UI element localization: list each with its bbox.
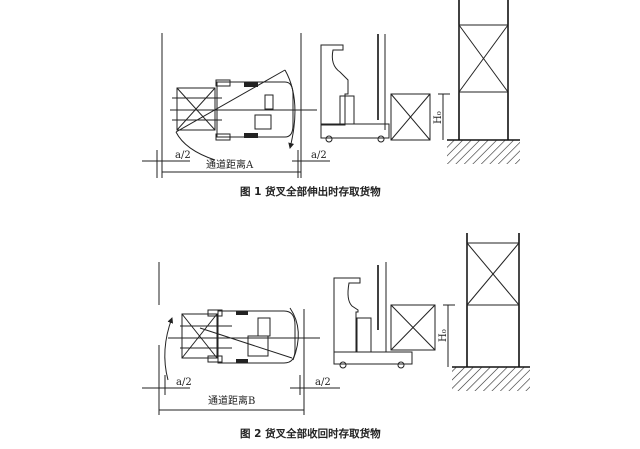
half-a-right-label: a/2	[315, 377, 331, 388]
height-label: H₀	[433, 111, 444, 124]
storage-rack: H₀	[438, 233, 530, 391]
figure-1: H₀ a/2 a/2 通道距离A 图 1 货叉全部伸出时存取货物	[142, 0, 520, 198]
aisle-distance-label: 通道距离A	[206, 158, 254, 171]
half-a-right-label: a/2	[311, 150, 327, 161]
height-label: H₀	[438, 329, 449, 342]
storage-rack: H₀	[433, 0, 520, 164]
half-a-left-label: a/2	[176, 377, 192, 388]
truck-side-view	[333, 262, 436, 369]
truck-side-view	[320, 34, 431, 143]
ground-hatch	[447, 140, 520, 164]
ground-hatch	[452, 367, 530, 391]
dimensions: a/2 a/2 通道距离B	[142, 375, 340, 411]
figure-2: H₀ a/2 a/2 通道距离B 图 2 货叉全部收回时存取货物	[142, 233, 530, 440]
figure-caption: 图 2 货叉全部收回时存取货物	[240, 427, 381, 440]
dimensions: a/2 a/2 通道距离A	[142, 150, 330, 178]
truck-top-view	[170, 69, 317, 161]
truck-top-view	[164, 307, 320, 381]
aisle-distance-label: 通道距离B	[208, 394, 255, 407]
half-a-left-label: a/2	[175, 150, 191, 161]
figure-caption: 图 1 货叉全部伸出时存取货物	[240, 185, 381, 198]
